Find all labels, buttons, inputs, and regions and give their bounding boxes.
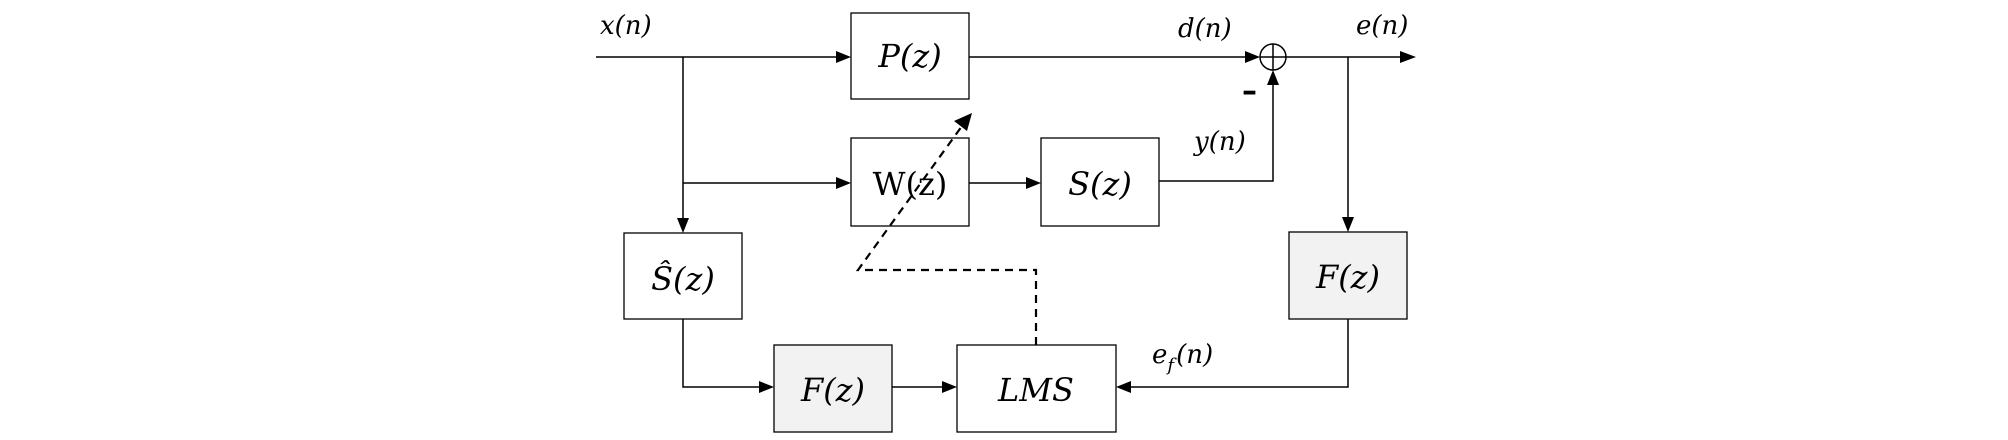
block-lms-label: LMS <box>997 371 1074 409</box>
arrow-to-shat <box>677 218 689 233</box>
block-s-hat-label: Ŝ(z) <box>651 260 715 298</box>
label-d: d(n) <box>1178 14 1232 44</box>
arrow-to-p <box>836 51 851 63</box>
arrow-to-f-left <box>759 381 774 393</box>
label-x: x(n) <box>600 11 652 41</box>
block-s: S(z) <box>1040 137 1160 227</box>
arrow-to-sum <box>1245 51 1260 63</box>
block-s-label: S(z) <box>1068 165 1132 203</box>
block-w: W(z) <box>850 137 970 227</box>
arrow-y-to-sum <box>1267 70 1279 85</box>
block-w-box <box>850 137 970 227</box>
block-s-box <box>1040 137 1160 227</box>
dashed-adaptation-path <box>855 125 1038 345</box>
block-f-right: F(z) <box>1288 231 1408 320</box>
arrow-to-w <box>836 177 851 189</box>
block-f-left-box <box>773 344 893 433</box>
block-p-label: P(z) <box>877 37 941 75</box>
block-p-box <box>850 12 970 100</box>
label-e: e(n) <box>1356 11 1408 41</box>
label-y: y(n) <box>1193 127 1246 157</box>
arrow-to-s <box>1026 177 1041 189</box>
label-ef: ef(n) <box>1152 340 1213 376</box>
arrow-ef-to-lms <box>1116 381 1131 393</box>
arrow-error-out <box>1400 51 1416 63</box>
block-lms: LMS <box>956 344 1117 433</box>
wire-y-to-sum <box>1159 85 1274 182</box>
adaptation-arrowhead <box>954 113 972 131</box>
block-f-left: F(z) <box>773 344 893 433</box>
block-f-right-box <box>1288 231 1408 320</box>
block-lms-box <box>956 344 1117 433</box>
block-f-left-label: F(z) <box>800 371 865 409</box>
arrow-to-f-right <box>1342 217 1354 232</box>
block-s-hat: Ŝ(z) <box>623 232 743 320</box>
arrow-to-lms <box>942 381 957 393</box>
wire-ef-to-lms <box>1131 319 1349 388</box>
block-p: P(z) <box>850 12 970 100</box>
label-minus: – <box>1242 74 1257 109</box>
sum-junction <box>1259 43 1287 71</box>
block-f-right-label: F(z) <box>1315 258 1380 296</box>
wire-shat-to-f <box>682 319 759 388</box>
